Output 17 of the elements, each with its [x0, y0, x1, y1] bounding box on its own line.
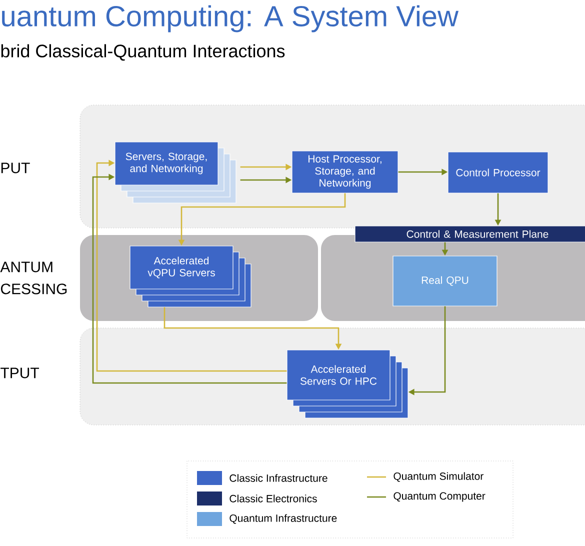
- server-stack: Accelerated vQPU Servers: [130, 246, 252, 308]
- legend-label: Classic Infrastructure: [230, 474, 328, 482]
- legend-label: Classic Electronics: [230, 494, 317, 502]
- row-label: PUT: [1, 162, 30, 174]
- processor-box: Host Processor, Storage, and Networking: [292, 150, 398, 194]
- processor-box: Control Processor: [448, 152, 548, 194]
- server-stack: Servers, Storage, and Networking: [114, 142, 236, 204]
- legend-label: Quantum Simulator: [394, 472, 484, 482]
- row-label: ANTUM CESSING: [0, 262, 67, 294]
- subtitle: brid Classical-Quantum Interactions: [1, 44, 285, 61]
- title: uantum Computing: A System View: [2, 5, 459, 32]
- legend-label: Quantum Computer: [394, 492, 486, 502]
- row-label: TPUT: [0, 368, 40, 378]
- legend-label: Quantum Infrastructure: [230, 514, 337, 524]
- plane-bar: Control & Measurement Plane: [354, 226, 585, 242]
- qpu-box: Real QPU: [392, 256, 498, 306]
- server-stack: Accelerated Servers Or HPC: [286, 350, 408, 418]
